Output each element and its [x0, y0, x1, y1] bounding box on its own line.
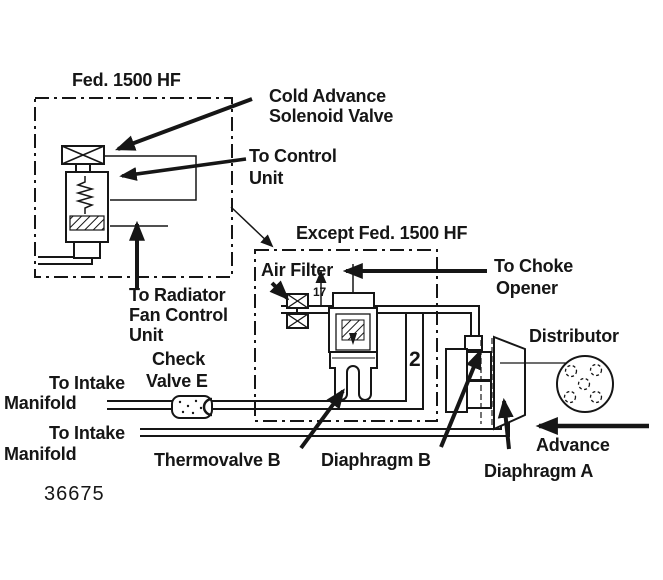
- check-valve-label-2: Valve E: [146, 371, 208, 391]
- box-leader-arrow: [230, 206, 274, 248]
- to-intake-b-label-1: To Intake: [49, 423, 125, 443]
- to-choke-label-1: To Choke: [494, 256, 574, 276]
- to-choke-label-2: Opener: [496, 278, 558, 298]
- cold-advance-label-2: Solenoid Valve: [269, 106, 394, 126]
- thermovalve-b-label: Thermovalve B: [154, 450, 281, 470]
- to-radiator-label-2: Fan Control: [129, 305, 228, 325]
- hose-17-label: 17: [313, 285, 326, 299]
- figure-number: 36675: [44, 483, 105, 505]
- diaphragm-b-label: Diaphragm B: [321, 450, 431, 470]
- except-fed-1500-hf-title: Except Fed. 1500 HF: [296, 223, 468, 243]
- cold-advance-arrow: [115, 97, 253, 151]
- diaphragm-a-arrow: [497, 397, 514, 450]
- hose-2-label: 2: [409, 348, 421, 371]
- distributor-label: Distributor: [529, 326, 619, 346]
- check-valve-e-drawing: [171, 395, 213, 419]
- callout-arrows: [115, 97, 649, 450]
- to-intake-a-label-1: To Intake: [49, 373, 125, 393]
- thermovalve-b-drawing: [328, 264, 378, 401]
- to-control-label-2: Unit: [249, 168, 284, 188]
- to-radiator-label-1: To Radiator: [129, 285, 226, 305]
- to-control-label-1: To Control: [249, 146, 337, 166]
- cold-advance-label-1: Cold Advance: [269, 86, 386, 106]
- fed-1500-hf-box: [34, 97, 233, 278]
- air-filter-drawing: [286, 293, 309, 329]
- to-control-arrow: [119, 157, 247, 181]
- to-intake-b-label-2: Manifold: [4, 444, 77, 464]
- to-intake-a-label-2: Manifold: [4, 393, 77, 413]
- diaphragm-unit-drawing: [445, 335, 526, 431]
- diaphragm-a-label: Diaphragm A: [484, 461, 594, 481]
- cold-advance-solenoid-valve-drawing: [61, 145, 109, 259]
- except-fed-1500-hf-box: [254, 249, 438, 422]
- check-valve-label-1: Check: [152, 349, 206, 369]
- distributor-drawing: [500, 355, 614, 413]
- fed-1500-hf-title: Fed. 1500 HF: [72, 70, 181, 90]
- advance-label: Advance: [536, 435, 610, 455]
- thermovalve-b-arrow: [299, 388, 345, 450]
- diaphragm-b-arrow: [439, 349, 482, 448]
- to-radiator-label-3: Unit: [129, 325, 164, 345]
- air-filter-arrow: [269, 280, 290, 301]
- air-filter-label: Air Filter: [261, 260, 334, 280]
